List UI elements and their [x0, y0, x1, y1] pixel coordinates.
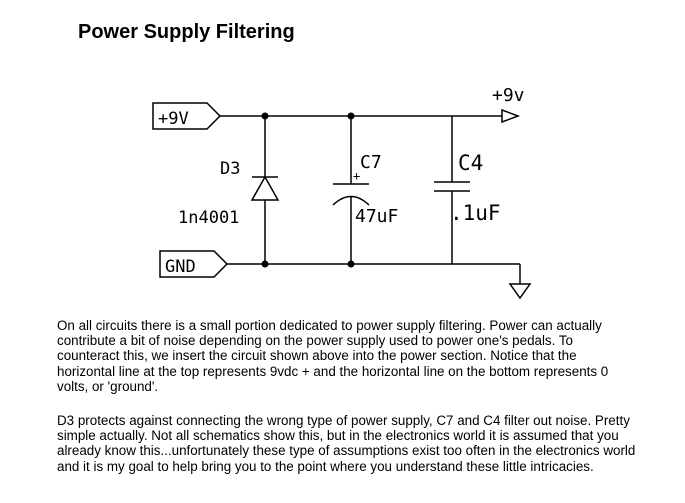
input-terminal: +9V: [152, 102, 222, 130]
cap1-ref: C7: [360, 152, 382, 173]
input-label: +9V: [158, 109, 189, 129]
output-label: +9v: [492, 85, 525, 106]
cap1-polarity: +: [353, 169, 360, 183]
cap2-ref: C4: [458, 151, 483, 175]
intro-paragraph: On all circuits there is a small portion…: [57, 318, 609, 394]
diode-d3: [250, 116, 280, 264]
cap2-value: .1uF: [450, 201, 501, 225]
explanation-paragraph: D3 protects against connecting the wrong…: [57, 413, 636, 474]
page-title: Power Supply Filtering: [78, 21, 295, 43]
power-supply-schematic: +9V GND +9v D3 1n4001 + C7 47uF: [152, 85, 532, 300]
output-arrow: [501, 108, 521, 124]
diode-ref: D3: [220, 159, 240, 179]
diode-value: 1n4001: [178, 208, 239, 228]
capacitor-c4: [434, 116, 470, 264]
cap1-value: 47uF: [355, 206, 398, 227]
ground-label: GND: [165, 257, 196, 277]
capacitor-c7: [332, 116, 370, 264]
ground-symbol: [508, 283, 532, 300]
ground-terminal: GND: [159, 250, 229, 278]
